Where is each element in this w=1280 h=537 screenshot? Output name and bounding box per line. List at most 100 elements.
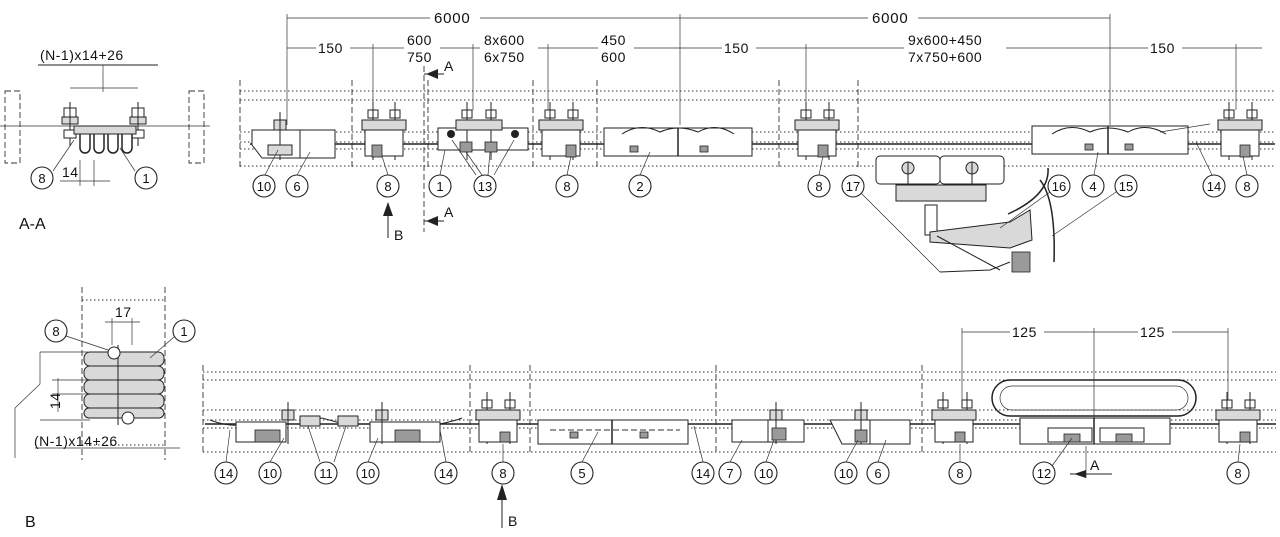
top-hanger-clamp-4 <box>1217 102 1263 160</box>
top-hanger-clamp-1 <box>361 102 407 160</box>
aa-bolt-left <box>61 102 79 146</box>
svg-text:10: 10 <box>257 179 271 194</box>
section-a-bottom: A <box>444 204 454 220</box>
aa-support-left <box>4 90 21 164</box>
svg-text:8: 8 <box>499 466 506 481</box>
svg-text:8: 8 <box>1243 179 1250 194</box>
svg-text:8: 8 <box>384 179 391 194</box>
section-aa-view: (N-1)x14+26 14 8 1 A-A <box>0 47 210 233</box>
svg-text:17: 17 <box>846 179 860 194</box>
svg-text:14: 14 <box>696 466 710 481</box>
svg-text:10: 10 <box>759 466 773 481</box>
dim-150-b: 150 <box>724 40 749 56</box>
aa-pitch-label: 14 <box>62 164 79 180</box>
svg-text:2: 2 <box>636 179 643 194</box>
dim-450: 450 <box>601 32 626 48</box>
view-b-dim-17: 17 <box>115 304 132 320</box>
balloon-8-bottom-a <box>491 461 515 485</box>
total-length-right: 6000 <box>872 10 909 27</box>
dim-600: 600 <box>407 32 432 48</box>
balloon-14-top <box>1202 174 1226 198</box>
section-b-top: B <box>394 227 404 243</box>
balloon-8-bottom-b <box>948 461 972 485</box>
aa-bolt-right <box>129 102 147 146</box>
svg-text:6: 6 <box>874 466 881 481</box>
view-b-formula: (N-1)x14+26 <box>34 433 118 449</box>
svg-text:11: 11 <box>319 466 333 481</box>
view-b-rail-stack <box>83 345 165 425</box>
svg-text:1: 1 <box>142 171 149 186</box>
dim-7x750: 7x750+600 <box>908 49 982 65</box>
balloon-1-top <box>428 174 452 198</box>
bottom-end-cap <box>829 402 911 445</box>
svg-text:16: 16 <box>1052 179 1066 194</box>
svg-text:10: 10 <box>263 466 277 481</box>
aa-rail-profiles <box>73 125 137 154</box>
dim-9x600: 9x600+450 <box>908 32 982 48</box>
balloon-10-bottom-c <box>754 461 778 485</box>
top-section-markers: A A B <box>383 58 454 243</box>
svg-text:7: 7 <box>726 466 733 481</box>
bottom-hanger-clamp-1 <box>475 392 521 444</box>
balloon-14-bottom-a <box>214 461 238 485</box>
svg-text:5: 5 <box>578 466 585 481</box>
aa-balloon-8 <box>30 166 54 190</box>
dim-150-a: 150 <box>318 40 343 56</box>
bottom-hanger-clamp-3 <box>1215 392 1261 444</box>
svg-text:1: 1 <box>436 179 443 194</box>
balloon-10-top <box>252 174 276 198</box>
dim-150-c: 150 <box>1150 40 1175 56</box>
dim-750: 750 <box>407 49 432 65</box>
svg-text:14: 14 <box>219 466 233 481</box>
balloon-4-top <box>1081 174 1105 198</box>
top-power-feed <box>1031 123 1211 155</box>
section-a-lower: A <box>1090 457 1100 473</box>
svg-text:6: 6 <box>293 179 300 194</box>
svg-text:8: 8 <box>563 179 570 194</box>
balloon-15-top <box>1114 174 1138 198</box>
svg-text:8: 8 <box>815 179 822 194</box>
bottom-segment-breaks <box>202 365 923 452</box>
dim-6x750: 6x750 <box>484 49 525 65</box>
balloon-2-top <box>628 174 652 198</box>
bottom-connector-7 <box>731 402 805 444</box>
top-balloons: 10 6 8 1 13 8 2 8 1 <box>252 139 1259 273</box>
balloon-8-top-a <box>376 174 400 198</box>
top-hanger-clamp-2 <box>538 102 584 160</box>
bottom-section-markers: A B <box>497 446 1112 529</box>
svg-text:4: 4 <box>1089 179 1096 194</box>
svg-text:10: 10 <box>361 466 375 481</box>
bottom-balloons: 14 10 11 10 14 8 5 14 7 <box>214 425 1250 485</box>
dim-125-a: 125 <box>1012 324 1037 340</box>
balloon-13-top <box>473 174 497 198</box>
top-dimension-chain: 6000 6000 150 600 750 8x600 6x750 450 60… <box>286 8 1262 125</box>
dim-125-b: 125 <box>1140 324 1165 340</box>
svg-text:12: 12 <box>1037 466 1051 481</box>
svg-text:8: 8 <box>1234 466 1241 481</box>
balloon-10-bottom-d <box>834 461 858 485</box>
top-expansion-joint <box>603 127 753 157</box>
balloon-7-bottom <box>718 461 742 485</box>
view-b-balloon-8 <box>44 319 68 343</box>
balloon-8-bottom-c <box>1226 461 1250 485</box>
dim-8x600: 8x600 <box>484 32 525 48</box>
balloon-6-top <box>285 174 309 198</box>
balloon-5-bottom <box>570 461 594 485</box>
svg-text:10: 10 <box>839 466 853 481</box>
aa-balloon-1 <box>134 166 158 190</box>
svg-text:15: 15 <box>1119 179 1133 194</box>
balloon-8-top-b <box>555 174 579 198</box>
section-aa-label: A-A <box>19 216 46 233</box>
balloon-8-top-c <box>807 174 831 198</box>
svg-text:1: 1 <box>180 324 187 339</box>
balloon-8-top-d <box>1235 174 1259 198</box>
aa-formula-label: (N-1)x14+26 <box>40 47 124 63</box>
bottom-hanger-clamp-2 <box>931 392 977 444</box>
svg-text:14: 14 <box>1207 179 1221 194</box>
top-elevation: 6000 6000 150 600 750 8x600 6x750 450 60… <box>239 8 1276 273</box>
balloon-14-bottom-b <box>434 461 458 485</box>
balloon-10-bottom-b <box>356 461 380 485</box>
balloon-14-bottom-c <box>691 461 715 485</box>
top-end-cap <box>251 112 336 160</box>
